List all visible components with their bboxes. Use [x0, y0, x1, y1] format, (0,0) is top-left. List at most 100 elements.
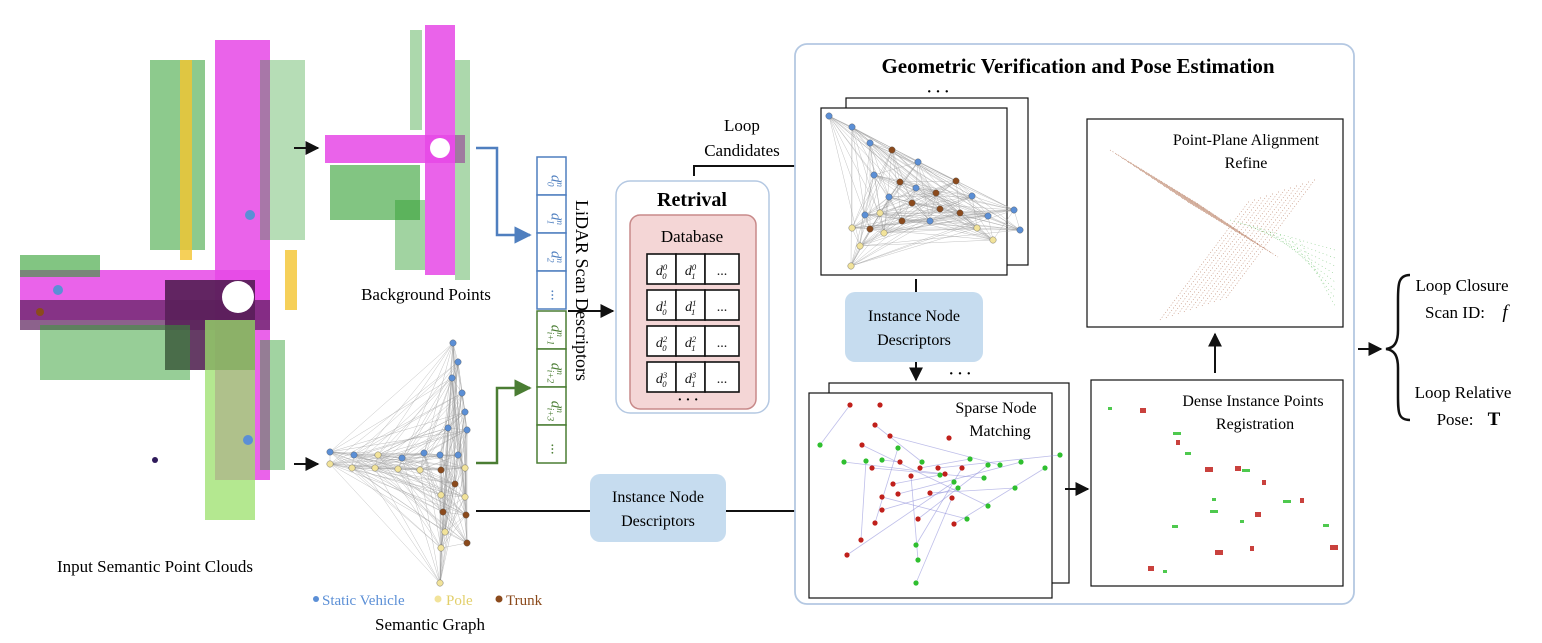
candidate-stack-ellipsis: · · · — [927, 84, 950, 100]
graph-edge — [377, 454, 466, 469]
alignment-points — [1151, 177, 1243, 234]
match-node-target — [913, 580, 919, 586]
graph-edge — [851, 149, 893, 229]
graph-edge — [891, 149, 901, 183]
instance-desc-bottom-line2: Descriptors — [621, 513, 695, 530]
graph-edge — [401, 392, 463, 459]
graph-node — [1016, 226, 1024, 234]
dense-point-cluster — [1163, 570, 1167, 573]
graph-node — [350, 451, 358, 459]
dense-line2: Registration — [1216, 416, 1294, 433]
alignment-points — [1181, 197, 1273, 254]
background-points-label: Background Points — [361, 285, 491, 304]
legend-pole-dot — [434, 595, 442, 603]
graph-node — [825, 112, 833, 120]
match-node-source — [872, 520, 878, 526]
match-line — [892, 474, 941, 485]
database-ellipsis: · · · — [677, 393, 698, 408]
graph-node — [866, 139, 874, 147]
loop-candidates-line2: Candidates — [704, 141, 780, 160]
match-node-target — [1012, 485, 1018, 491]
graph-legend: Static Vehicle Pole Trunk — [313, 593, 543, 609]
dense-point-cluster — [1300, 498, 1304, 503]
graph-edge — [374, 452, 425, 469]
graph-node — [374, 451, 382, 459]
match-line — [874, 424, 923, 463]
input-point-cloud-image — [20, 40, 305, 520]
graph-edge — [891, 149, 919, 163]
dense-point-cluster — [1235, 466, 1241, 471]
graph-node — [936, 205, 944, 213]
graph-edge — [351, 342, 454, 469]
match-node-target — [1018, 459, 1024, 465]
match-node-source — [890, 481, 896, 487]
output-brace — [1385, 273, 1411, 422]
graph-node — [926, 217, 934, 225]
alignment-points — [1115, 153, 1207, 210]
graph-edge — [329, 427, 449, 465]
graph-edge — [859, 239, 994, 247]
point-plane-plot — [1109, 149, 1336, 321]
graph-node — [462, 511, 470, 519]
graph-node — [439, 508, 447, 516]
graph-edge — [440, 342, 454, 471]
graph-edge — [444, 514, 467, 533]
graph-node — [876, 209, 884, 217]
graph-edge — [851, 126, 1021, 231]
graph-edge — [442, 511, 468, 544]
graph-edge — [850, 212, 881, 267]
match-line — [881, 487, 959, 511]
graph-edge — [911, 202, 931, 222]
match-line — [953, 467, 1046, 525]
graph-node — [394, 465, 402, 473]
match-node-target — [1057, 452, 1063, 458]
graph-edge — [992, 209, 1015, 241]
match-node-target — [913, 542, 919, 548]
graph-edge — [915, 187, 973, 197]
dense-line1: Dense Instance Points — [1182, 393, 1323, 410]
graph-node — [896, 178, 904, 186]
graph-edge — [353, 427, 449, 456]
graph-edge — [397, 467, 466, 470]
semantic-graph-label: Semantic Graph — [375, 615, 485, 634]
graph-edge — [374, 467, 467, 516]
graph-edge — [828, 115, 893, 151]
loop-pose-symbol: T — [1488, 409, 1501, 430]
graph-edge — [423, 452, 442, 549]
graph-edge — [891, 149, 937, 194]
graph-edge — [351, 467, 442, 496]
graph-node — [866, 225, 874, 233]
match-node-source — [959, 465, 965, 471]
match-node-source — [887, 433, 893, 439]
graph-node — [989, 236, 997, 244]
graph-edge — [439, 429, 468, 584]
alignment-points — [1239, 222, 1336, 259]
scan-descriptor-column: dn0dn1dn2...dni+1dni+2dni+3... — [536, 156, 567, 464]
graph-node — [952, 177, 960, 185]
graph-edge — [879, 202, 913, 214]
graph-edge — [419, 469, 441, 584]
alignment-points — [1175, 193, 1267, 250]
graph-edge — [869, 142, 941, 210]
graph-node — [444, 424, 452, 432]
legend-vehicle-label: Static Vehicle — [322, 593, 405, 609]
graph-node — [454, 451, 462, 459]
graph-node — [458, 389, 466, 397]
graph-edge — [873, 174, 973, 197]
graph-edge — [864, 214, 978, 229]
graph-edge — [423, 342, 454, 454]
graph-node — [441, 528, 449, 536]
match-line — [861, 444, 989, 507]
graph-node — [463, 539, 471, 547]
dense-registration-plot — [1108, 407, 1338, 573]
graph-node — [461, 464, 469, 472]
graph-node — [973, 224, 981, 232]
graph-edge — [828, 115, 978, 229]
point-plane-frame — [1086, 118, 1344, 328]
graph-node — [461, 493, 469, 501]
descriptor-label: dni+3 — [544, 401, 563, 422]
graph-edge — [883, 227, 978, 234]
